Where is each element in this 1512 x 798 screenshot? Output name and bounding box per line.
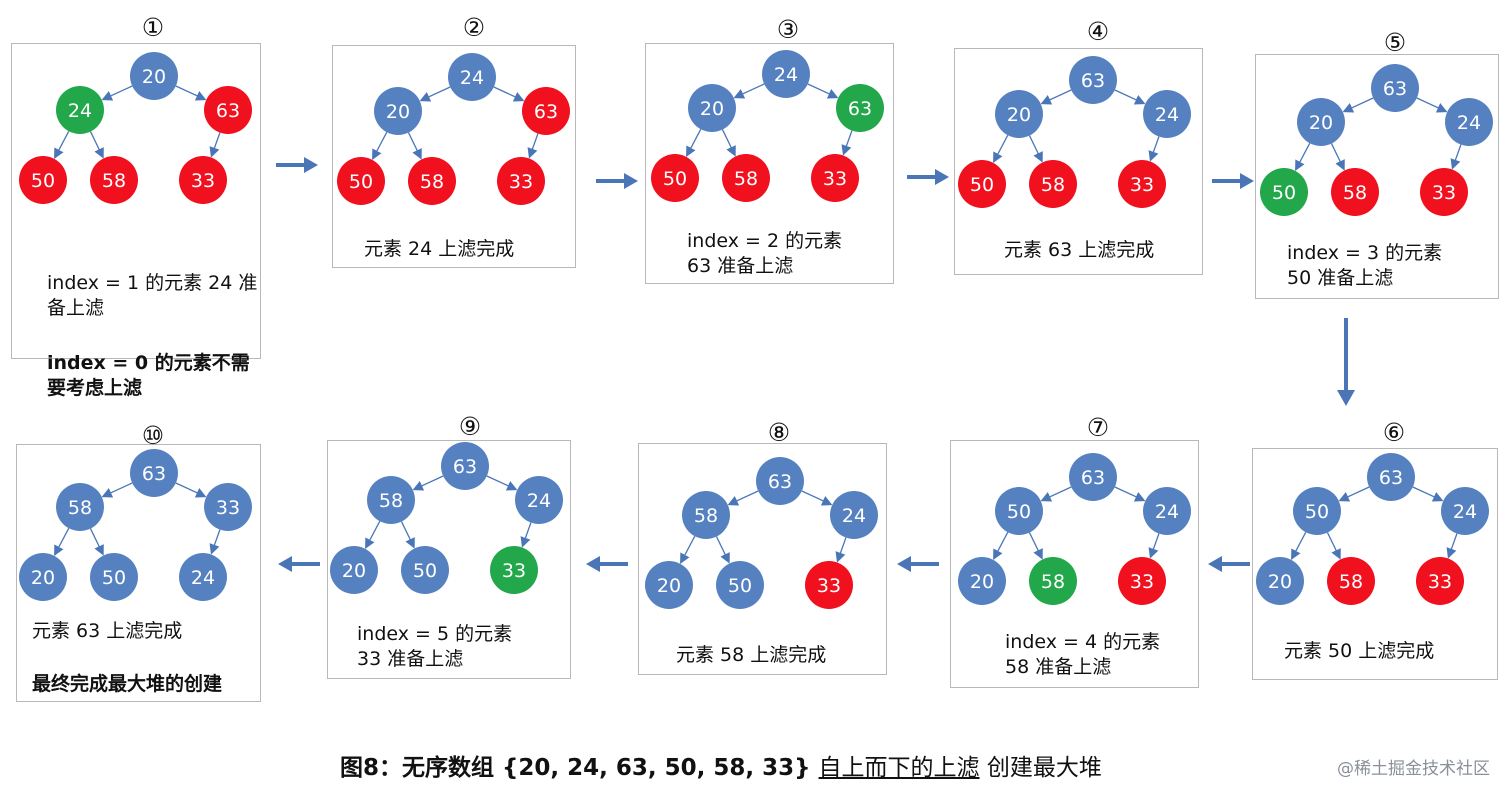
transition-arrow-right bbox=[1212, 173, 1254, 189]
transition-arrow-left bbox=[586, 556, 628, 572]
caption-line: index = 1 的元素 24 准 bbox=[47, 272, 258, 294]
step-number: ⑩ bbox=[141, 421, 165, 450]
step-panel-8 bbox=[638, 443, 887, 675]
transition-arrow-right bbox=[596, 173, 638, 189]
step-number: ④ bbox=[1086, 17, 1110, 46]
step-caption: index = 3 的元素 50 准备上滤 bbox=[1287, 241, 1442, 291]
caption-prefix: 图8：无序数组 {20, 24, 63, 50, 58, 33} bbox=[340, 755, 819, 781]
step-number: ① bbox=[141, 13, 165, 42]
caption-line: 元素 24 上滤完成 bbox=[364, 238, 515, 260]
caption-line: 元素 63 上滤完成 bbox=[32, 620, 183, 642]
caption-line: 元素 50 上滤完成 bbox=[1284, 640, 1435, 662]
transition-arrow-left bbox=[1208, 556, 1250, 572]
step-number: ⑨ bbox=[458, 412, 482, 441]
caption-line: index = 3 的元素 bbox=[1287, 242, 1443, 264]
step-caption: index = 2 的元素 63 准备上滤 bbox=[687, 229, 842, 279]
step-number: ⑥ bbox=[1382, 418, 1406, 447]
step-panel-2 bbox=[332, 45, 576, 268]
caption-line: 元素 58 上滤完成 bbox=[676, 644, 827, 666]
step-bold-caption: 最终完成最大堆的创建 bbox=[32, 672, 222, 697]
step-caption: 元素 58 上滤完成 bbox=[676, 643, 826, 668]
figure-caption: 图8：无序数组 {20, 24, 63, 50, 58, 33} 自上而下的上滤… bbox=[340, 748, 1102, 782]
step-caption: 元素 63 上滤完成 bbox=[32, 619, 262, 644]
caption-line: index = 4 的元素 bbox=[1005, 631, 1161, 653]
watermark: @稀土掘金技术社区 bbox=[1337, 759, 1490, 779]
caption-line: 58 准备上滤 bbox=[1005, 656, 1112, 678]
step-caption: 元素 63 上滤完成 bbox=[1004, 238, 1154, 263]
transition-arrow-left bbox=[897, 556, 939, 572]
step-number: ③ bbox=[776, 15, 800, 44]
transition-arrow-down bbox=[1337, 318, 1355, 406]
caption-line: 备上滤 bbox=[47, 297, 105, 319]
step-number: ⑤ bbox=[1383, 28, 1407, 57]
caption-suffix: 创建最大堆 bbox=[979, 755, 1102, 781]
caption-line: 33 准备上滤 bbox=[357, 648, 464, 670]
caption-line: 63 准备上滤 bbox=[687, 255, 794, 277]
caption-line: index = 2 的元素 bbox=[687, 230, 843, 252]
step-caption: index = 4 的元素 58 准备上滤 bbox=[1005, 630, 1160, 680]
caption-underlined: 自上而下的上滤 bbox=[818, 755, 980, 781]
caption-line: 最终完成最大堆的创建 bbox=[32, 673, 223, 695]
transition-arrow-right bbox=[276, 157, 318, 173]
transition-arrow-right bbox=[907, 169, 949, 185]
step-bold-caption: index = 0 的元素不需要考虑上滤 bbox=[47, 351, 250, 401]
caption-line: 要考虑上滤 bbox=[47, 377, 143, 399]
step-number: ② bbox=[462, 13, 486, 42]
step-number: ⑦ bbox=[1086, 413, 1110, 442]
step-panel-10 bbox=[16, 444, 261, 702]
caption-line: index = 5 的元素 bbox=[357, 623, 513, 645]
step-caption: 元素 24 上滤完成 bbox=[364, 237, 514, 262]
step-number: ⑧ bbox=[767, 418, 791, 447]
transition-arrow-left bbox=[278, 556, 320, 572]
caption-line: index = 0 的元素不需 bbox=[47, 352, 250, 374]
caption-line: 元素 63 上滤完成 bbox=[1004, 239, 1155, 261]
caption-line: 50 准备上滤 bbox=[1287, 267, 1394, 289]
step-caption: index = 5 的元素 33 准备上滤 bbox=[357, 622, 512, 672]
step-caption: index = 1 的元素 24 准备上滤 bbox=[47, 271, 277, 321]
step-caption: 元素 50 上滤完成 bbox=[1284, 639, 1434, 664]
